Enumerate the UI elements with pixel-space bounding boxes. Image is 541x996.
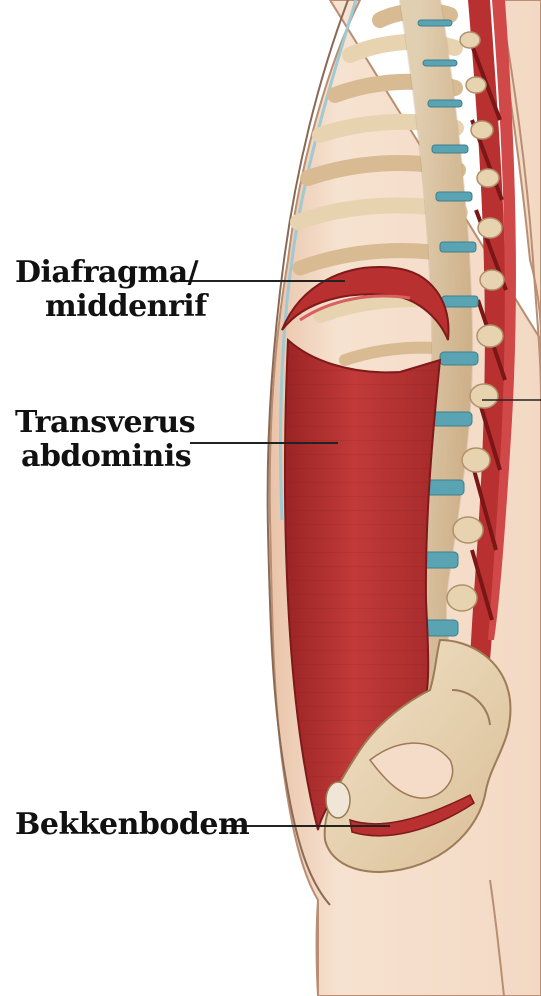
label-pelvic-floor: Bekkenbodem bbox=[15, 808, 249, 842]
label-diaphragm-line1: Diafragma/ bbox=[15, 255, 198, 290]
label-diaphragm: Diafragma/ middenrif bbox=[15, 256, 207, 323]
label-transversus: Transverus abdominis bbox=[15, 406, 195, 473]
label-transversus-line2: abdominis bbox=[21, 440, 195, 474]
label-diaphragm-line2: middenrif bbox=[45, 290, 207, 324]
label-transversus-line1: Transverus bbox=[15, 405, 195, 440]
